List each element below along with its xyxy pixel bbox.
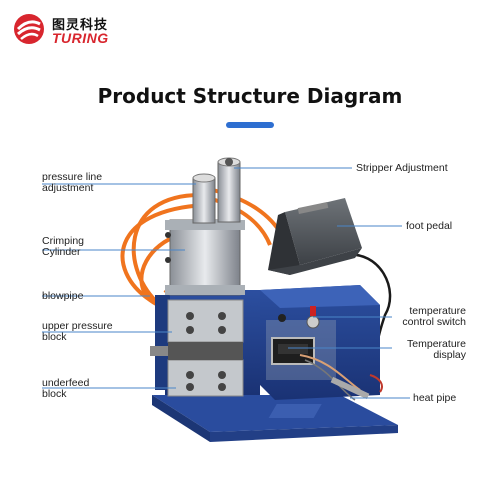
control-switch (310, 306, 316, 316)
brand-name-en: TURING (52, 30, 109, 46)
page-title: Product Structure Diagram (97, 84, 403, 108)
label-heat-pipe: heat pipe (413, 392, 457, 404)
title-underline (226, 122, 274, 128)
machine-illustration (120, 157, 398, 442)
crimping-cylinder (169, 219, 241, 296)
stripper-knob (217, 161, 241, 223)
label-crimping-cylinder: Crimping Cylinder (42, 236, 84, 257)
label-line: temperature (409, 305, 466, 317)
label-line: underfeed (42, 377, 90, 389)
label-upper-pressure-block: upper pressure block (42, 321, 113, 342)
label-underfeed-block: underfeed block (42, 378, 89, 399)
foot-pedal-top (285, 198, 362, 265)
label-line: pressure line (42, 171, 103, 183)
label-line: Cylinder (42, 245, 81, 258)
brand-name-cn: 图灵科技 (52, 17, 109, 32)
label-line: upper pressure (42, 320, 113, 332)
turing-logo-icon (14, 14, 44, 44)
underfeed-block (167, 359, 244, 397)
brand-logo: 图灵科技 TURING (12, 12, 132, 48)
label-temperature-display: Temperature display (407, 339, 466, 360)
label-stripper-adjustment: Stripper Adjustment (356, 162, 448, 174)
label-line: display (433, 348, 466, 361)
heat-pipe (330, 376, 370, 400)
upper-pressure-block (167, 299, 244, 343)
label-pressure-line-adjustment: pressure line adjustment (42, 172, 102, 193)
control-box (260, 285, 380, 400)
pressure-line-knob (192, 177, 216, 224)
label-line: adjustment (42, 181, 94, 194)
label-line: Crimping (42, 235, 85, 247)
label-line: Temperature (407, 338, 466, 350)
label-foot-pedal: foot pedal (406, 220, 453, 232)
label-line: block (42, 387, 67, 400)
label-blowpipe: blowpipe (42, 290, 84, 302)
label-temperature-control-switch: temperature control switch (402, 306, 466, 327)
label-line: control switch (402, 315, 466, 328)
label-line: block (42, 330, 67, 343)
